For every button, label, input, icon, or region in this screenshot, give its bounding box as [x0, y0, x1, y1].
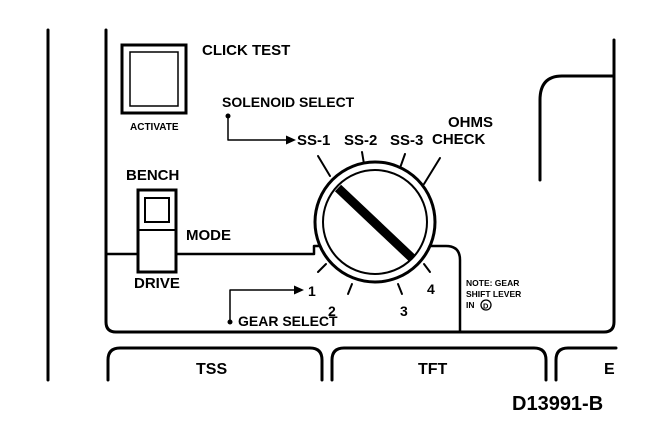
- dial-tick-gear-2: [347, 283, 353, 295]
- tab-tss[interactable]: [106, 346, 324, 382]
- solenoid-select-arrow-head: [286, 135, 296, 145]
- dial-tick-ss3: [399, 153, 406, 169]
- mode-switch[interactable]: [136, 188, 178, 274]
- gear-select-arrow: [229, 289, 297, 323]
- solenoid-select-arrow-dot: [225, 113, 231, 119]
- dial-tick-ohms: [423, 157, 441, 185]
- tab-tss-label: TSS: [196, 361, 227, 378]
- note-line-1: NOTE: GEAR: [466, 278, 519, 288]
- mode-label: MODE: [186, 227, 231, 244]
- gear-4-label: 4: [427, 281, 435, 297]
- ohms-label-line2: CHECK: [432, 131, 486, 148]
- right-section-outline: [538, 74, 616, 182]
- dial-tick-gear-3: [397, 283, 403, 295]
- dial-tick-gear-4: [423, 263, 431, 273]
- note-line-2: SHIFT LEVER: [466, 289, 521, 299]
- gear-1-label: 1: [308, 283, 316, 299]
- ss2-label: SS-2: [344, 132, 377, 149]
- activate-label: ACTIVATE: [130, 122, 179, 133]
- note-line-3: IN: [466, 300, 475, 310]
- ss3-label: SS-3: [390, 132, 423, 149]
- drive-label: DRIVE: [134, 275, 180, 292]
- gear-3-label: 3: [400, 303, 408, 319]
- bench-label: BENCH: [126, 167, 179, 184]
- selector-dial[interactable]: [313, 160, 437, 284]
- figure-id: D13991-B: [512, 393, 603, 415]
- tab-tft-label: TFT: [418, 361, 448, 378]
- gear-select-label: GEAR SELECT: [238, 313, 338, 329]
- gear-select-arrow-head: [294, 285, 304, 295]
- tab-partial-label: E: [604, 361, 615, 378]
- tab-tft[interactable]: [330, 346, 548, 382]
- activate-button[interactable]: [120, 43, 188, 115]
- click-test-label: CLICK TEST: [202, 42, 290, 59]
- panel-outline: [104, 28, 616, 334]
- ss1-label: SS-1: [297, 132, 330, 149]
- gear-2-label: 2: [328, 303, 336, 319]
- ohms-label-line1: OHMS: [448, 114, 493, 131]
- dial-tick-ss1: [317, 155, 331, 177]
- solenoid-select-label: SOLENOID SELECT: [222, 94, 355, 110]
- tab-partial[interactable]: [554, 346, 618, 382]
- note-circled-letter: D: [483, 302, 489, 311]
- dial-tick-gear-1: [317, 263, 327, 273]
- gear-select-arrow-dot: [227, 319, 233, 325]
- note-circle: [480, 299, 492, 311]
- solenoid-select-arrow: [227, 115, 289, 141]
